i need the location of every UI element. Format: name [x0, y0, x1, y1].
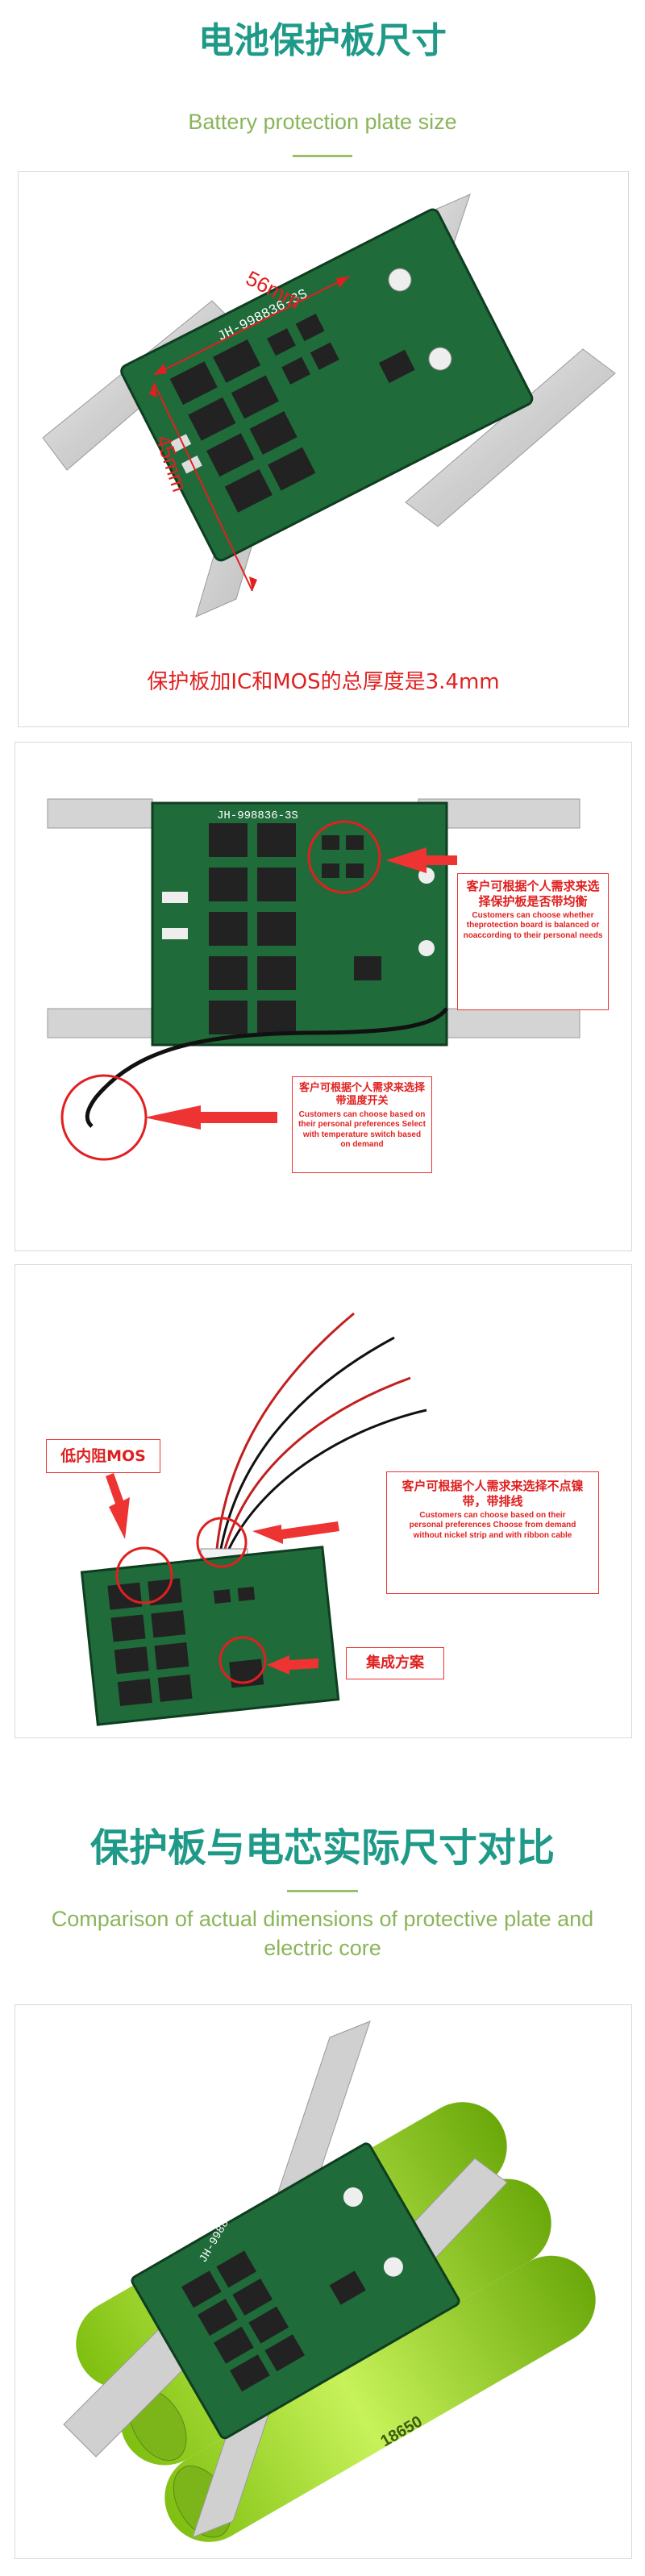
mos-highlight-circle — [115, 1546, 173, 1604]
callout-balance: 客户可根据个人需求来选择保护板是否带均衡 Customers can choos… — [457, 873, 609, 1010]
callout-nickel-cn: 客户可根据个人需求来选择不点镍带，带排线 — [402, 1479, 584, 1509]
pcb-board-on-cells — [131, 2142, 460, 2440]
section4-subtitle: Comparison of actual dimensions of prote… — [51, 1907, 594, 1960]
callout-balance-cn: 客户可根据个人需求来选择保护板是否带均衡 — [466, 879, 600, 909]
balance-arrow — [386, 847, 457, 873]
comparison-image: JH-998836-3S 18650 — [63, 2020, 596, 2542]
section4-title: 保护板与电芯实际尺寸对比 — [89, 1825, 555, 1871]
board-size-panel: JH-998836-3S 56mm 45mm 保护板加IC和MOS的总厚度是3.… — [18, 171, 629, 727]
callout-temperature: 客户可根据个人需求来选择带温度开关 Customers can choose b… — [292, 1076, 432, 1173]
board-model-label-front: JH-998836-3S — [217, 809, 298, 822]
dimension-width-line — [153, 276, 350, 376]
callout-temperature-en: Customers can choose based on their pers… — [298, 1109, 426, 1150]
size-comparison-panel: JH-998836-3S 18650 — [15, 2004, 632, 2559]
section1-title: 电池保护板尺寸 — [198, 20, 447, 61]
board-size-image: JH-998836-3S 56mm 45mm — [42, 194, 616, 618]
dimension-height-line — [149, 382, 257, 592]
tag-low-mos: 低内阻MOS — [46, 1439, 160, 1473]
tag-integrated-solution: 集成方案 — [346, 1647, 444, 1679]
callout-temperature-cn: 客户可根据个人需求来选择带温度开关 — [298, 1082, 425, 1108]
temperature-arrow — [144, 1105, 277, 1130]
callout-nickel-en: Customers can choose based on their pers… — [409, 1510, 576, 1540]
ic-highlight-circle — [218, 1636, 267, 1684]
section4-divider — [287, 1890, 358, 1892]
nickel-strip-right — [405, 348, 616, 527]
balance-temp-panel: JH-998836-3S 客户可根据个人需求来选择保护板是否带均衡 Custom… — [15, 742, 632, 1251]
section1-subtitle: Battery protection plate size — [188, 110, 457, 134]
wiring-panel: 低内阻MOS 集成方案 客户可根据个人需求来选择不点镍带，带排线 Custome… — [15, 1264, 632, 1738]
connector-highlight-circle — [196, 1517, 248, 1568]
thickness-note: 保护板加IC和MOS的总厚度是3.4mm — [147, 670, 500, 694]
callout-nickel: 客户可根据个人需求来选择不点镍带，带排线 Customers can choos… — [386, 1471, 599, 1594]
pcb-board — [120, 208, 534, 562]
temperature-wire — [85, 1007, 448, 1128]
section1-divider — [293, 155, 352, 157]
pcb-board-front — [151, 801, 448, 1047]
ic-arrow — [267, 1655, 318, 1675]
callout-balance-en: Customers can choose whether theprotecti… — [463, 910, 603, 940]
wiring-board-image — [80, 1312, 427, 1726]
pcb-board-wired — [80, 1546, 340, 1726]
balance-highlight-circle — [307, 820, 381, 894]
mos-arrow — [106, 1473, 130, 1539]
balance-board-image: JH-998836-3S — [47, 798, 580, 1161]
connector-arrow — [252, 1521, 339, 1544]
